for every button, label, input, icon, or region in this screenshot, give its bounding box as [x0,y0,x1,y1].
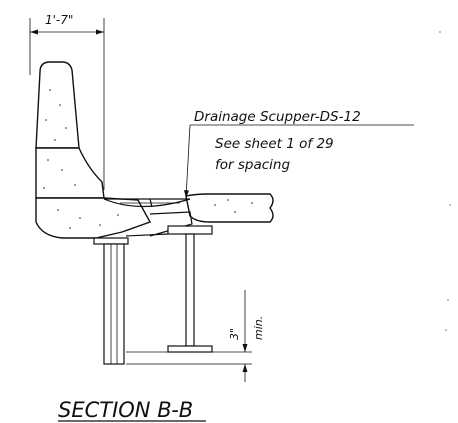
clearance-value: 3" [228,328,241,340]
scupper-note-line3: for spacing [215,157,290,173]
scupper-note-line2: See sheet 1 of 29 [215,136,334,152]
clearance-dimension: 3" min. [126,290,265,382]
interior-girder [167,225,213,353]
section-title: SECTION B-B [58,398,206,422]
concrete-barrier [35,61,152,239]
width-dimension-text: 1'-7" [45,13,73,27]
section-title-text: SECTION B-B [58,398,193,422]
width-dimension: 1'-7" [29,13,105,190]
scupper-note-line1: Drainage Scupper-DS-12 [194,109,361,125]
fascia-beam [93,237,129,365]
scan-specks [439,31,451,331]
clearance-qualifier: min. [252,316,265,340]
scupper-note: Drainage Scupper-DS-12 See sheet 1 of 29… [184,109,414,199]
deck-slab [185,193,274,223]
concrete-stipple [43,89,253,229]
